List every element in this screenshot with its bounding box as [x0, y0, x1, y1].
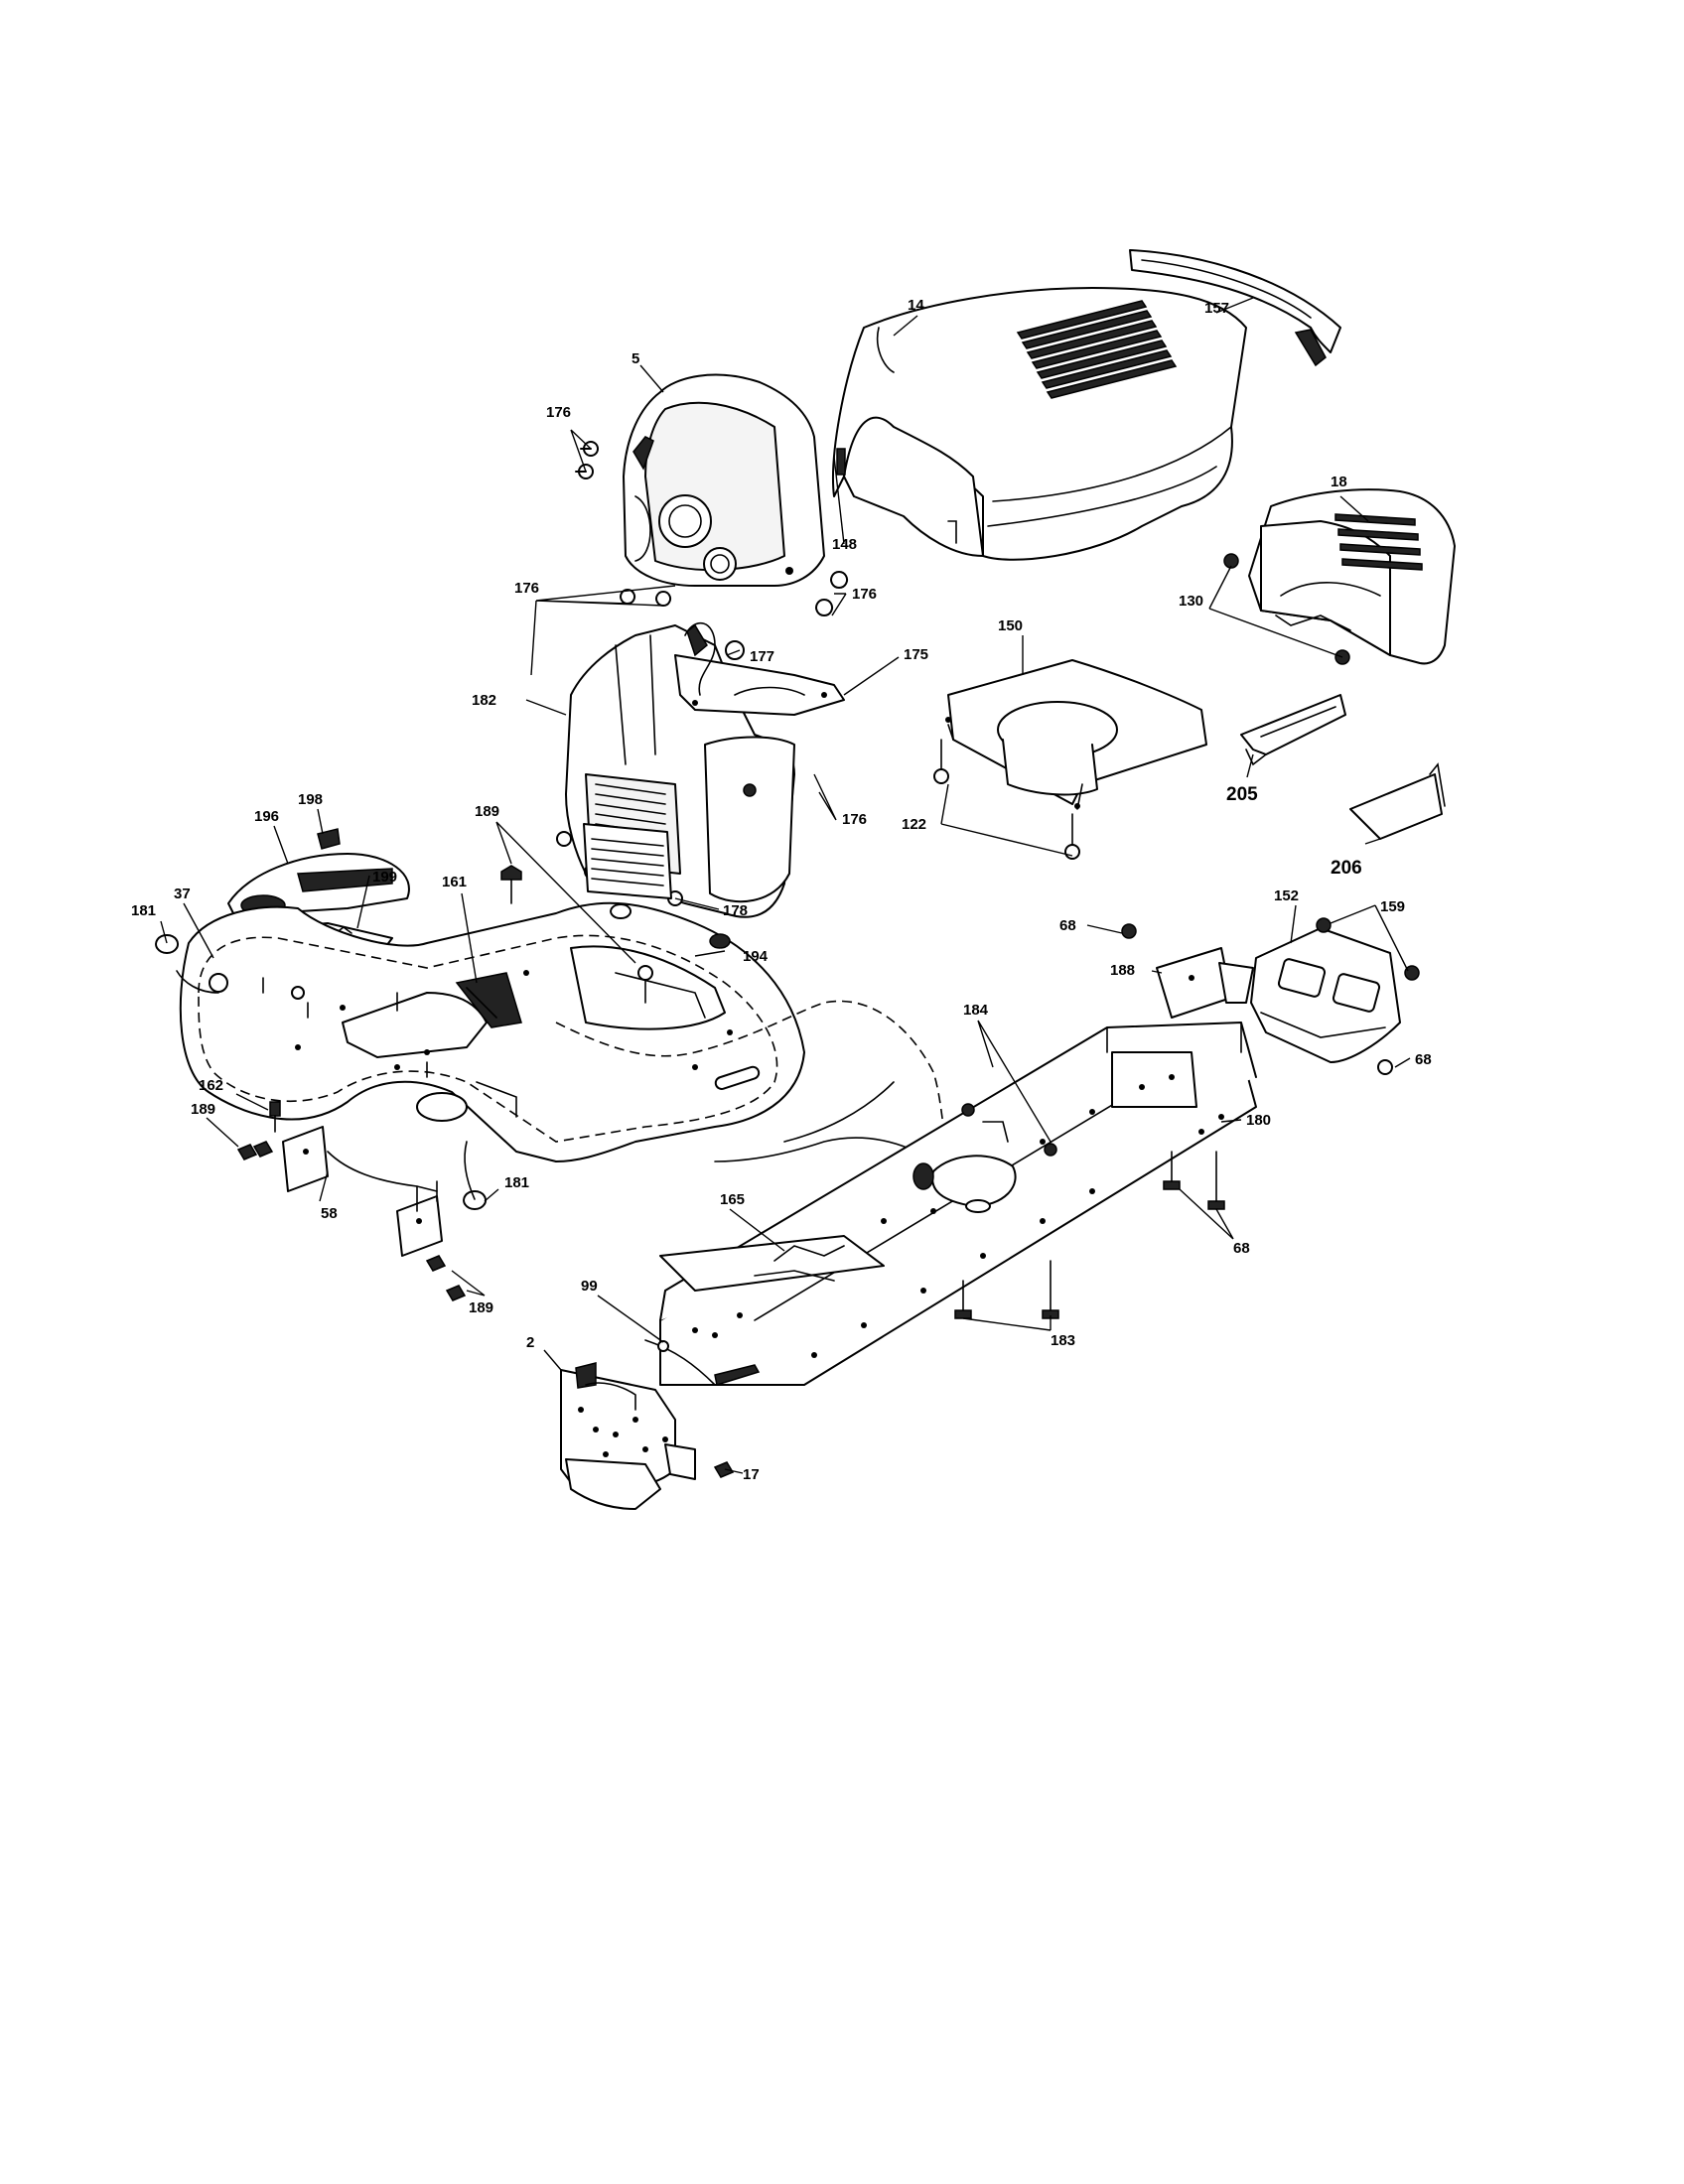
callout-14: 14: [908, 297, 924, 314]
callout-68-rear: 68: [1415, 1051, 1432, 1068]
hood-louvers: [1016, 300, 1178, 399]
fender-brackets: [236, 1101, 467, 1301]
callout-17: 17: [743, 1466, 760, 1483]
callout-37: 37: [174, 886, 191, 902]
callout-199: 199: [372, 869, 397, 886]
side-rail-part: [659, 1235, 885, 1292]
callout-180: 180: [1246, 1112, 1271, 1129]
hitch-screws: [1121, 917, 1420, 1075]
callout-122: 122: [902, 816, 926, 833]
callout-159: 159: [1380, 898, 1405, 915]
fender-bolts: [500, 865, 653, 1004]
rear-hitch-plate: [1250, 927, 1401, 1063]
rod-part: [644, 1339, 761, 1386]
grille-strip-part: [1129, 249, 1341, 367]
callout-189-bottom: 189: [469, 1299, 493, 1316]
callout-176-console: 176: [514, 580, 539, 597]
callout-205: 205: [1226, 784, 1258, 805]
fender-clips: [155, 934, 488, 1210]
callout-176-dash-top: 176: [546, 404, 571, 421]
callout-labels: 14 157 5 176 148 176 18 130 176 177 175 …: [131, 297, 1432, 1483]
wiring-bracket-part: [674, 621, 845, 716]
air-duct-part: [945, 659, 1207, 810]
callout-178: 178: [723, 902, 748, 919]
fuel-cap-nut: [610, 903, 731, 949]
callout-162: 162: [199, 1077, 223, 1094]
callout-58: 58: [321, 1205, 338, 1222]
callout-150: 150: [998, 617, 1023, 634]
dash-panel-part: [623, 373, 825, 587]
callout-130: 130: [1179, 593, 1203, 610]
lower-grille-slats: [591, 838, 664, 887]
callout-189-left: 189: [191, 1101, 215, 1118]
callout-176-dash-right: 176: [852, 586, 877, 603]
wire-harness: [555, 1000, 954, 1172]
grille-end-slots: [1334, 513, 1423, 571]
hitch-bracket-part: [1156, 947, 1254, 1019]
axle-bracket-part: [560, 1362, 735, 1510]
callout-198: 198: [298, 791, 323, 808]
frame-bolts: [954, 1103, 1225, 1319]
callout-175: 175: [904, 646, 928, 663]
callout-68-frame: 68: [1233, 1240, 1250, 1257]
callout-161: 161: [442, 874, 467, 890]
callout-2: 2: [526, 1334, 534, 1351]
callout-177: 177: [750, 648, 774, 665]
callout-206: 206: [1331, 858, 1362, 879]
callout-188: 188: [1110, 962, 1135, 979]
callout-176-console-right: 176: [842, 811, 867, 828]
callout-99: 99: [581, 1278, 598, 1295]
callout-148: 148: [832, 536, 857, 553]
callout-182: 182: [472, 692, 496, 709]
callout-68-hitch: 68: [1059, 917, 1076, 934]
leader-lines: [160, 297, 1411, 1474]
dash-screws: [575, 441, 848, 616]
callout-18: 18: [1331, 474, 1347, 490]
callout-196: 196: [254, 808, 279, 825]
hood-part: [832, 287, 1247, 561]
seat-clip-part: [317, 828, 341, 850]
callout-183: 183: [1051, 1332, 1075, 1349]
callout-157: 157: [1204, 300, 1229, 317]
lower-grille-part: [583, 823, 672, 899]
callout-181-right: 181: [504, 1174, 529, 1191]
callout-181-left: 181: [131, 902, 156, 919]
heat-shield-part: [1349, 762, 1446, 840]
callout-194: 194: [743, 948, 769, 965]
callout-184: 184: [963, 1002, 989, 1019]
baffle-part: [1240, 694, 1346, 766]
callout-165: 165: [720, 1191, 745, 1208]
lever-part: [455, 972, 522, 1028]
callout-5: 5: [632, 350, 639, 367]
callout-189-top: 189: [475, 803, 499, 820]
grille-end-part: [1248, 488, 1456, 665]
callout-152: 152: [1274, 887, 1299, 904]
